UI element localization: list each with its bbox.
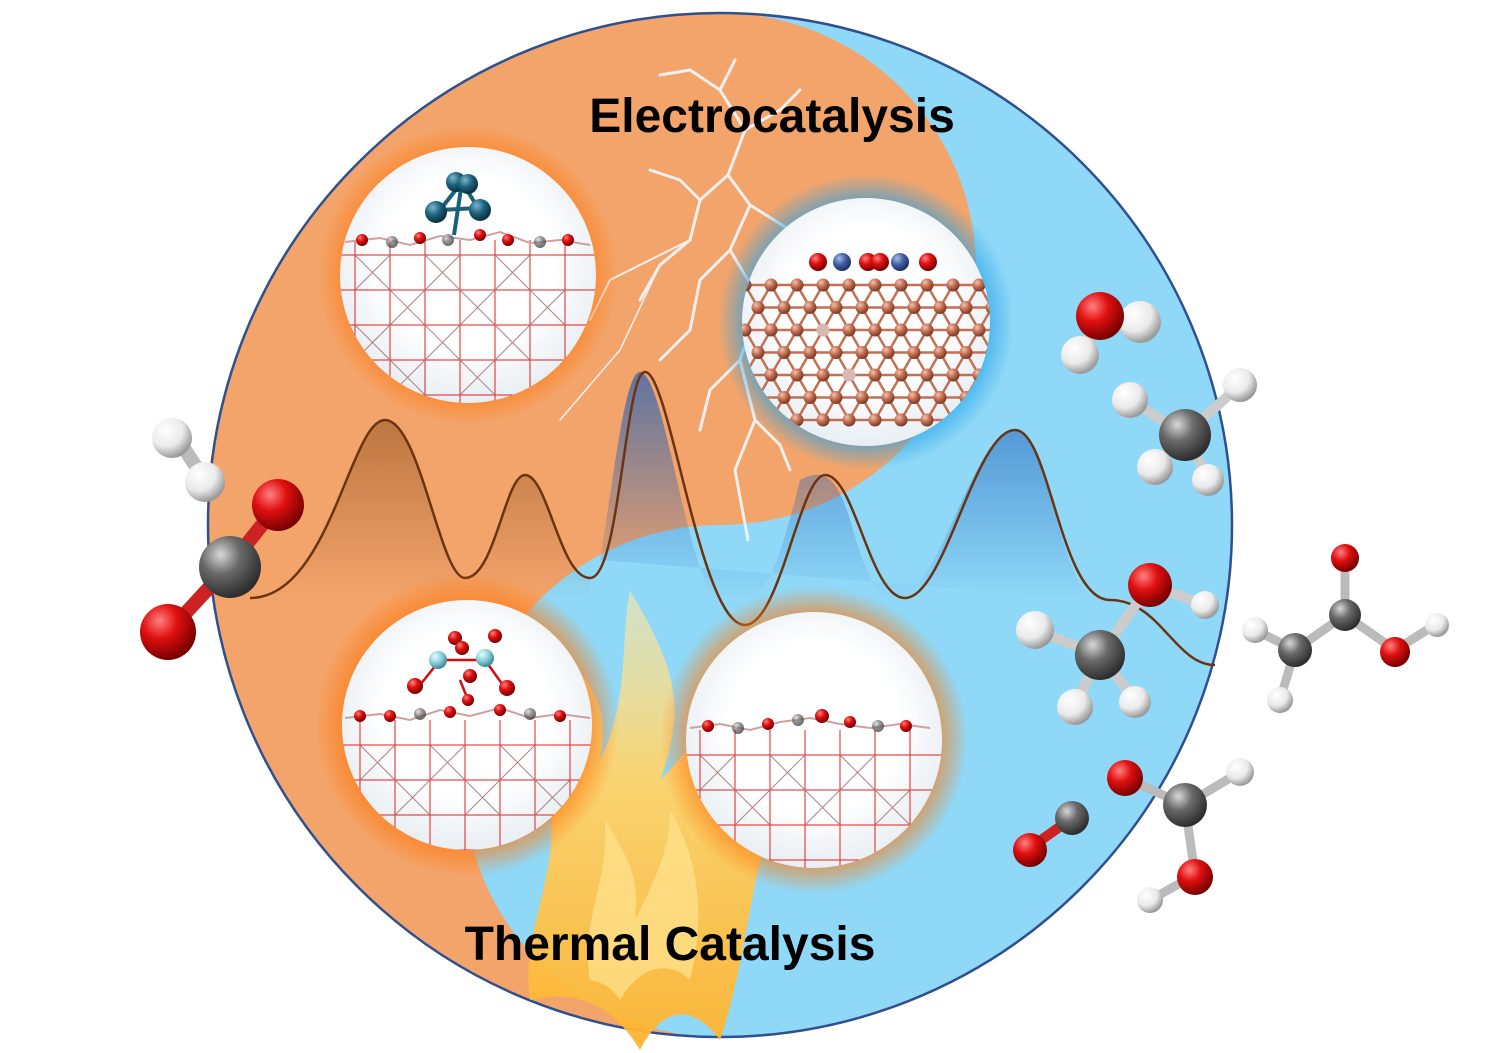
copper-atom <box>972 323 986 337</box>
copper-atom <box>868 413 882 427</box>
adsorbed-no-row <box>809 253 937 271</box>
copper-atom <box>829 391 843 404</box>
electrocatalysis-label: Electrocatalysis <box>589 90 955 143</box>
copper-atom <box>790 278 804 292</box>
copper-atom <box>855 346 869 359</box>
surface-atoms <box>702 709 912 734</box>
copper-atom <box>855 301 869 314</box>
clean-oxide-surface <box>660 586 968 894</box>
copper-atom <box>868 323 882 337</box>
copper-atom <box>764 278 778 292</box>
copper-atom <box>790 368 804 382</box>
molecule-h2o <box>1061 292 1161 374</box>
copper-atom <box>907 346 921 359</box>
copper-atom <box>881 301 895 314</box>
copper-atom <box>920 278 934 292</box>
copper-atom <box>777 301 791 314</box>
copper-atom <box>816 278 830 292</box>
copper-atom <box>855 391 869 404</box>
copper-atom <box>842 368 856 382</box>
copper-atom <box>777 391 791 404</box>
copper-atom <box>881 391 895 404</box>
thermal-catalysis-label: Thermal Catalysis <box>465 918 876 971</box>
energy-profile-curve <box>249 370 1216 667</box>
copper-atom <box>751 346 765 359</box>
copper-atom <box>790 323 804 337</box>
copper-atom <box>803 391 817 404</box>
copper-atom <box>881 346 895 359</box>
metal-cluster <box>425 172 491 236</box>
molecule-ch4 <box>1112 368 1257 496</box>
molecule-ch3cooh <box>1242 544 1449 713</box>
copper-atom <box>933 346 947 359</box>
copper-atom <box>842 413 856 427</box>
molecule-co <box>1013 801 1089 867</box>
molecule-hcooh <box>1107 758 1254 913</box>
copper-atom <box>894 278 908 292</box>
copper-atom <box>751 301 765 314</box>
copper-atom <box>829 346 843 359</box>
copper-atom <box>816 323 830 337</box>
copper-atom <box>842 278 856 292</box>
copper-atom <box>742 323 752 337</box>
copper-atom <box>816 368 830 382</box>
copper-atom <box>868 278 882 292</box>
molecule-co2 <box>140 418 304 660</box>
copper-atom <box>907 301 921 314</box>
copper-atom <box>803 301 817 314</box>
copper-surface-with-dopants <box>718 174 1014 470</box>
copper-atom <box>959 301 973 314</box>
copper-atom <box>894 368 908 382</box>
copper-atom <box>933 301 947 314</box>
oxide-with-adsorbed-cluster <box>315 573 619 877</box>
copper-atom <box>829 301 843 314</box>
copper-atom <box>816 413 830 427</box>
copper-atom <box>946 368 960 382</box>
copper-atom <box>764 368 778 382</box>
adsorbed-cluster <box>407 629 515 706</box>
copper-atom <box>946 278 960 292</box>
copper-atom <box>920 368 934 382</box>
surface-atoms <box>356 229 574 248</box>
copper-atom <box>907 391 921 404</box>
copper-atom <box>777 346 791 359</box>
copper-atom <box>920 323 934 337</box>
copper-atom <box>803 346 817 359</box>
copper-atom <box>764 323 778 337</box>
copper-atom <box>933 391 947 404</box>
molecule-ch3oh <box>1016 563 1219 725</box>
copper-atom <box>894 323 908 337</box>
copper-atom <box>959 346 973 359</box>
copper-atom <box>868 368 882 382</box>
copper-atom <box>894 413 908 427</box>
copper-atom <box>946 323 960 337</box>
catalyst-cluster-on-oxide <box>318 125 618 425</box>
copper-atom <box>842 323 856 337</box>
surface-atoms <box>354 704 566 722</box>
copper-atom <box>972 278 986 292</box>
copper-atom <box>920 413 934 427</box>
